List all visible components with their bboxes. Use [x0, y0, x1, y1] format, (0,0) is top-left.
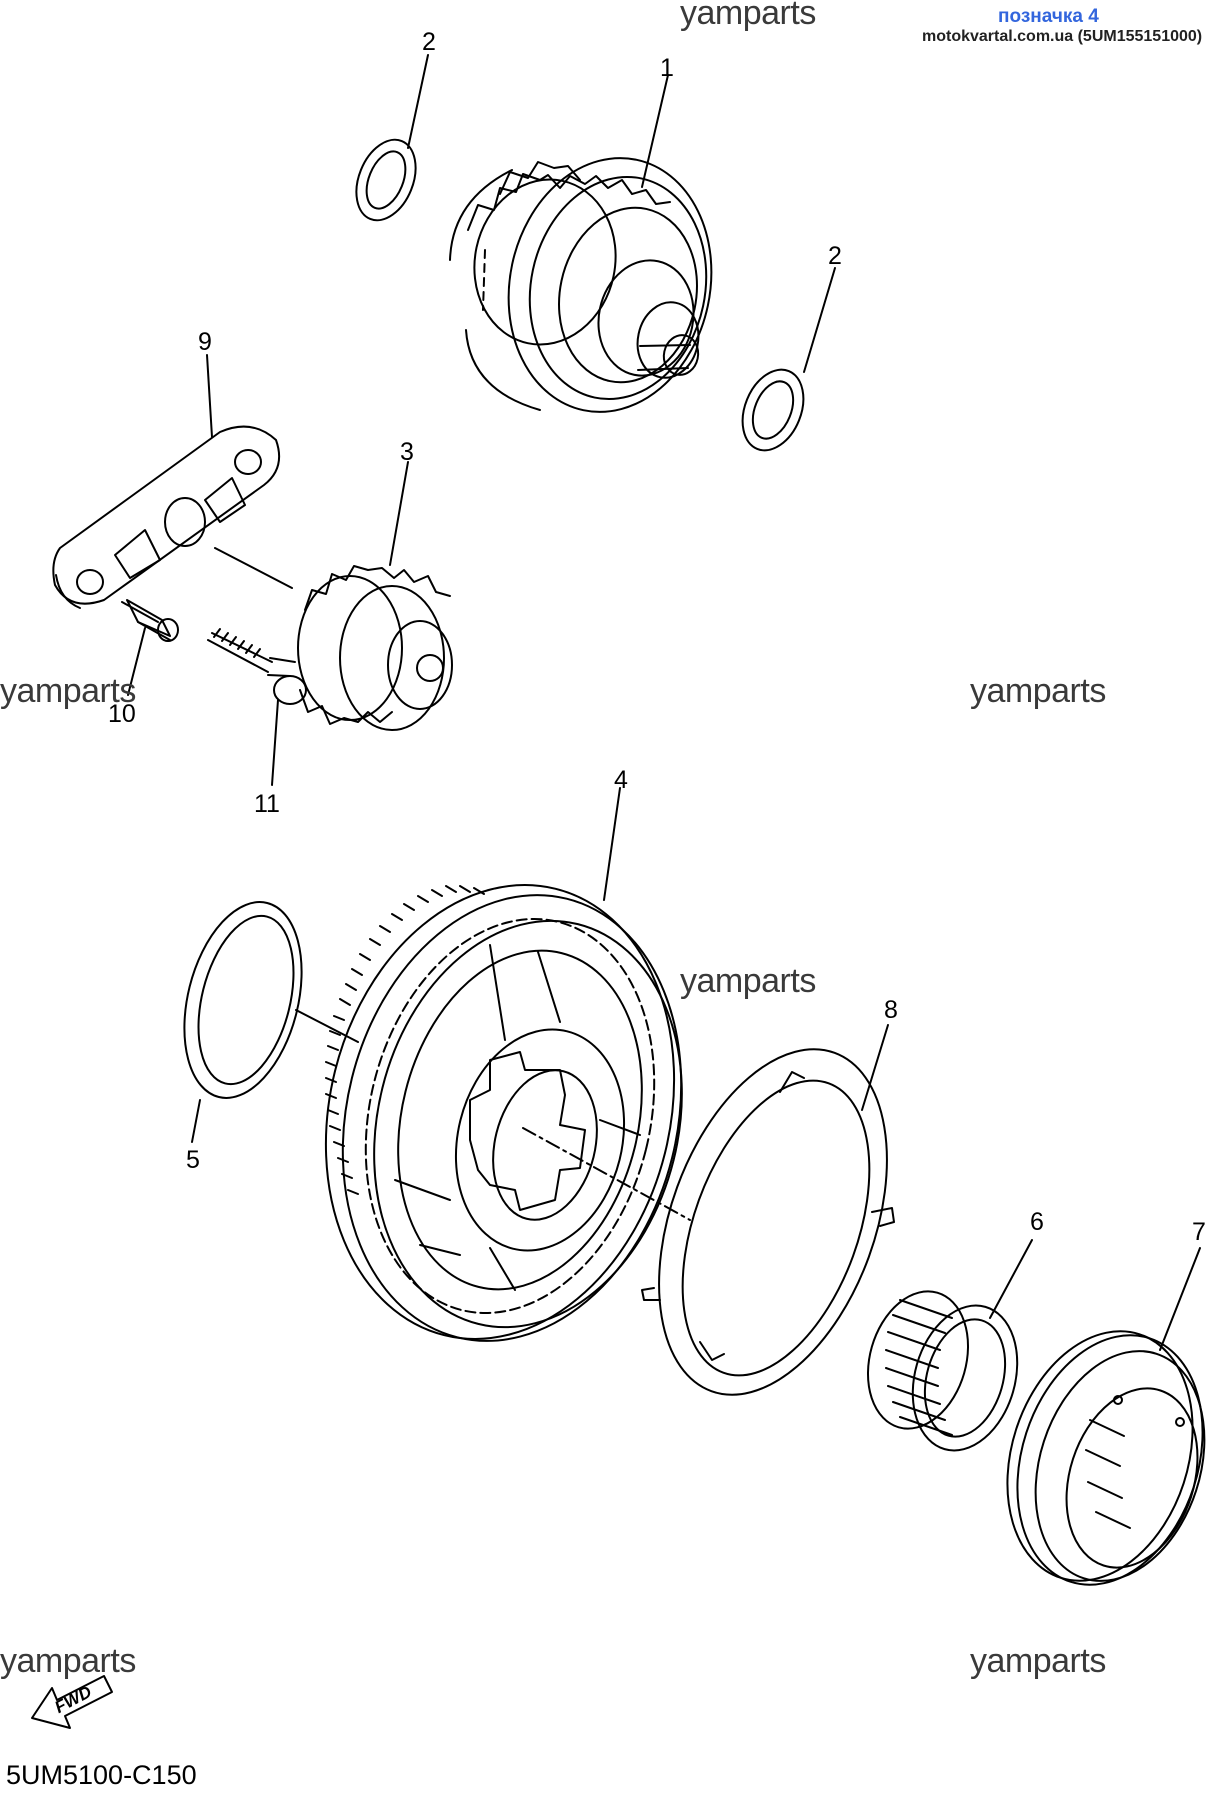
- callout-9: 9: [198, 328, 212, 356]
- callout-4: 4: [614, 766, 628, 794]
- callout-11: 11: [254, 790, 280, 818]
- assembly-line-washer-gear: [295, 1009, 359, 1043]
- header-site-label: motokvartal.com.ua (5UM155151000): [922, 28, 1203, 45]
- collar: [121, 599, 179, 642]
- washer-upper: [355, 138, 417, 222]
- assembly-line-plate-gear: [214, 547, 293, 589]
- starter-clutch-plate: [641, 1048, 895, 1396]
- fwd-arrow-icon: [31, 1675, 113, 1729]
- needle-bearing: [866, 1290, 1019, 1452]
- thrust-washer: [183, 901, 303, 1099]
- callout-3: 3: [400, 438, 414, 466]
- watermark: yamparts: [680, 0, 816, 32]
- watermark: yamparts: [970, 672, 1106, 710]
- idler-gear-assembly: [449, 157, 713, 413]
- callout-1: 1: [660, 54, 674, 82]
- callout-7: 7: [1192, 1218, 1206, 1246]
- washer-lower: [741, 368, 805, 452]
- starter-wheel-gear: [324, 884, 683, 1342]
- diagram-code: 5UM5100-C150: [6, 1760, 197, 1790]
- watermark: yamparts: [0, 672, 136, 710]
- callout-2-lower: 2: [828, 242, 842, 270]
- watermark: yamparts: [0, 1642, 136, 1680]
- callout-10: 10: [108, 700, 136, 728]
- watermark: yamparts: [680, 962, 816, 1000]
- idler-gear: [297, 565, 453, 731]
- idler-plate: [52, 425, 280, 609]
- callout-5: 5: [186, 1146, 200, 1174]
- callout-8: 8: [884, 996, 898, 1024]
- one-way-clutch: [1006, 1330, 1206, 1586]
- callout-2-upper: 2: [422, 28, 436, 56]
- bolt: [207, 628, 307, 705]
- watermark: yamparts: [970, 1642, 1106, 1680]
- header-link[interactable]: позначка 4: [998, 6, 1099, 27]
- callout-6: 6: [1030, 1208, 1044, 1236]
